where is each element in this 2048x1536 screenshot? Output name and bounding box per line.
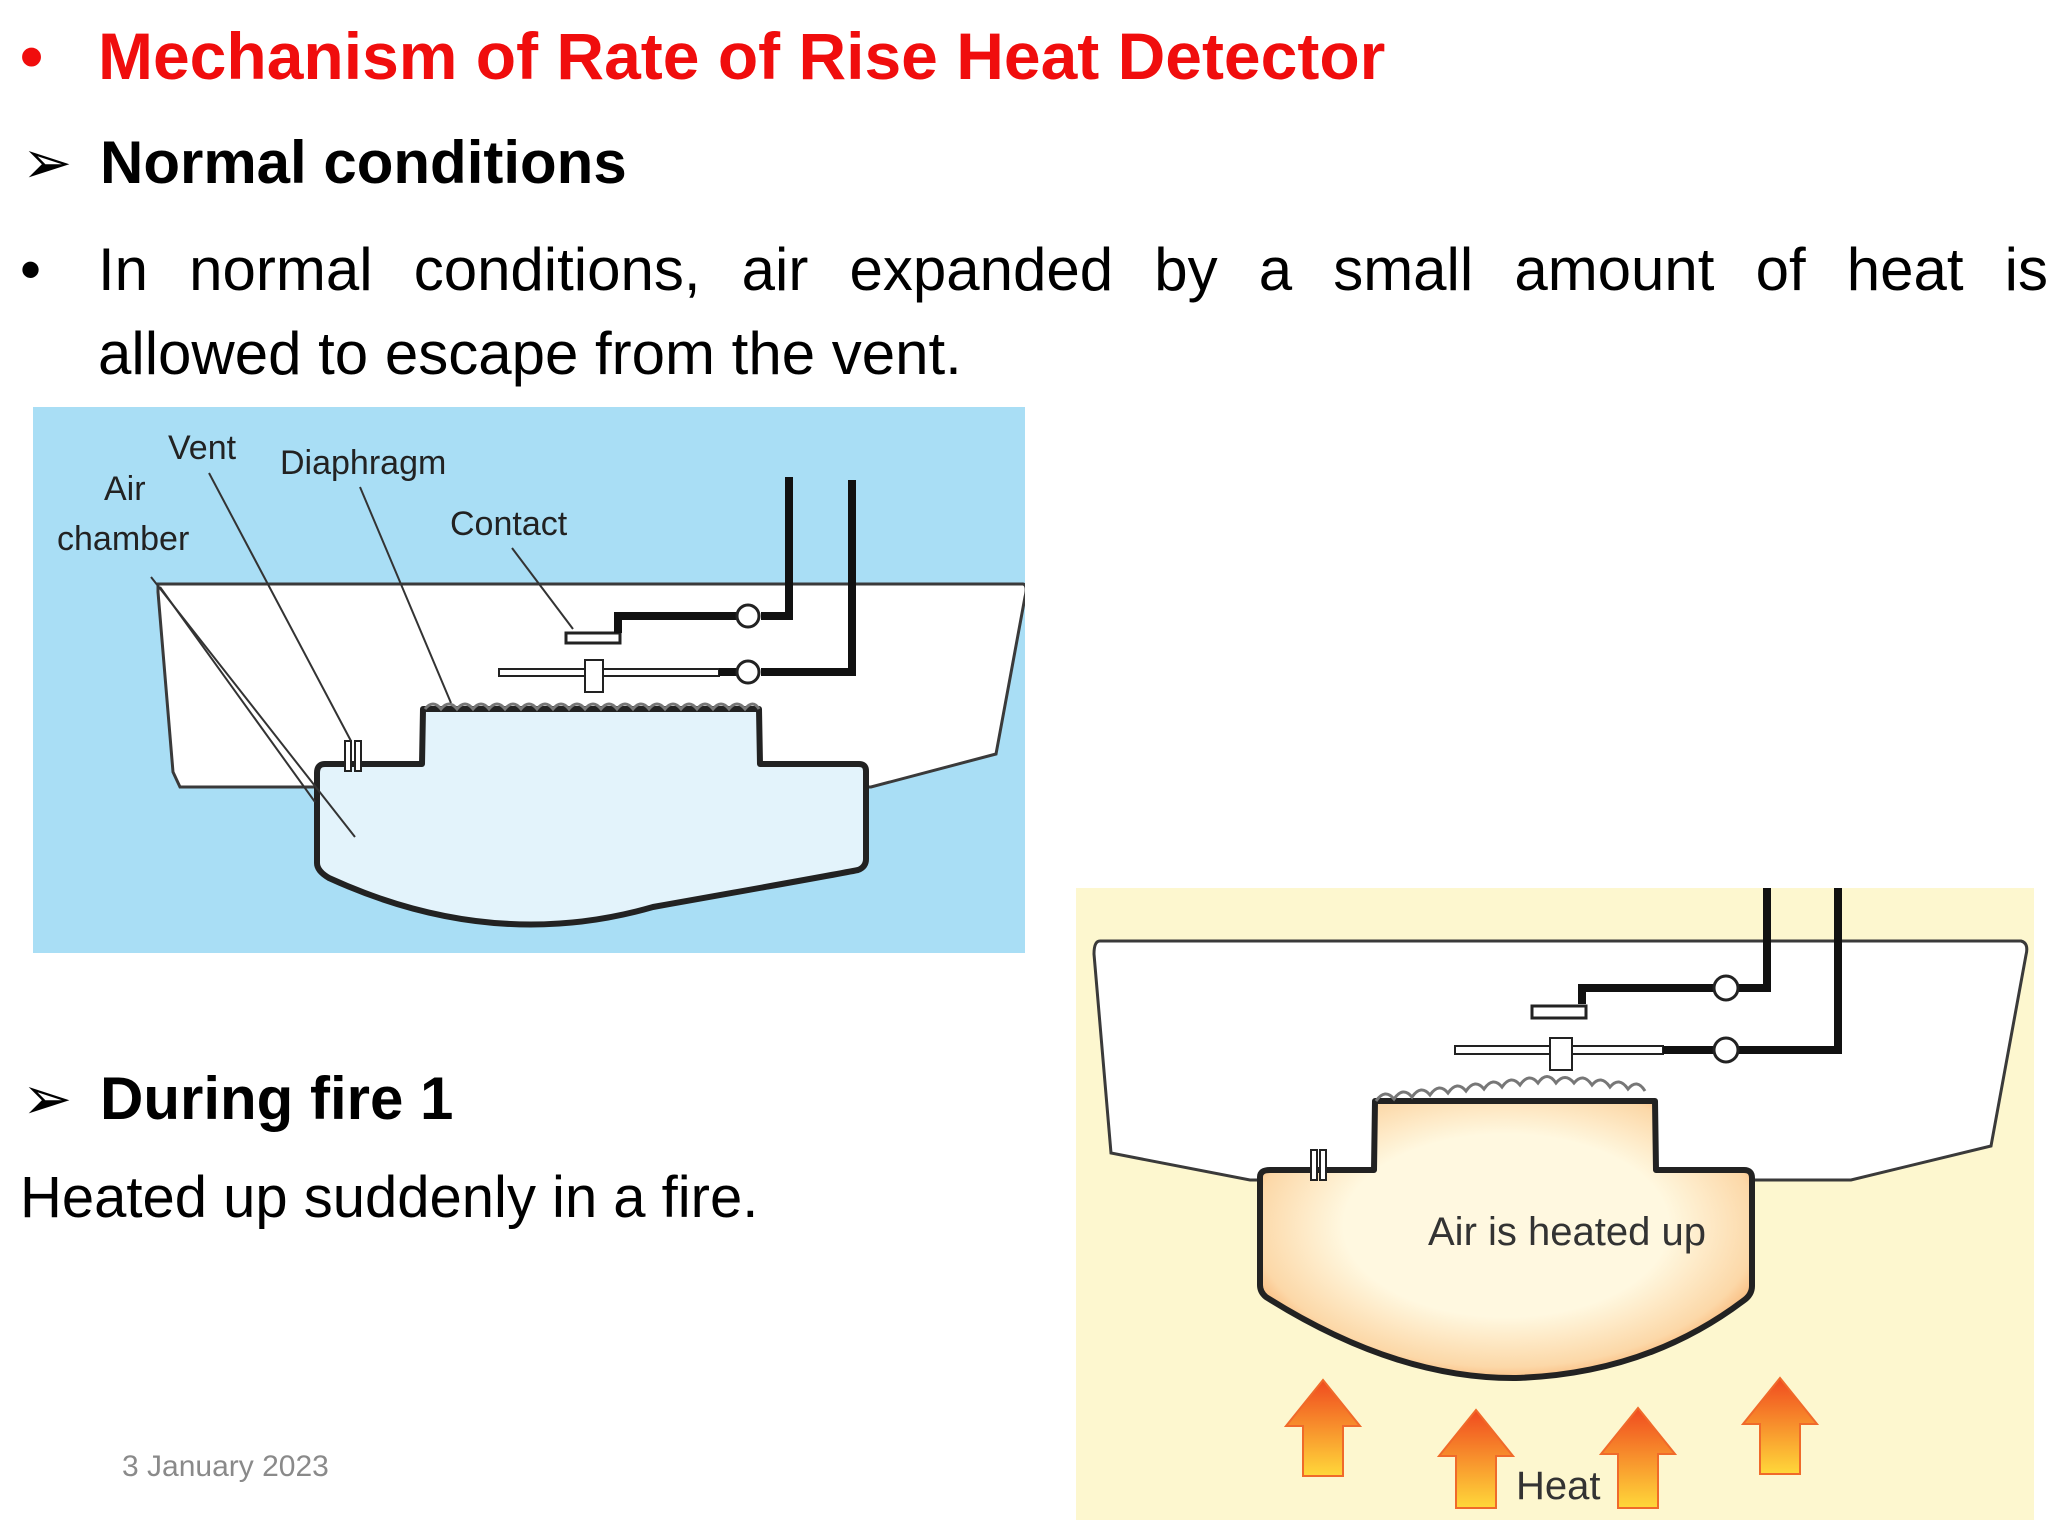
heated-air-chamber — [1257, 1098, 1755, 1382]
arrow-bullet-icon: ➢ — [22, 129, 73, 196]
normal-condition-diagram: Vent Diaphragm Air chamber Contact — [33, 407, 1025, 953]
arrow-bullet-icon: ➢ — [22, 1065, 73, 1132]
heat-arrow-icon — [1283, 1378, 1363, 1477]
during-fire-diagram: Air is heated up Heat — [1076, 888, 2034, 1520]
normal-conditions-title: Normal conditions — [100, 129, 627, 196]
diaphragm-bulged — [1374, 1075, 1647, 1102]
contact-plate — [564, 631, 622, 645]
label-diaphragm: Diaphragm — [280, 444, 446, 482]
heat-arrow-icon — [1598, 1406, 1678, 1509]
label-chamber: chamber — [57, 520, 189, 558]
label-vent: Vent — [168, 429, 237, 467]
heat-arrow-icon — [1436, 1408, 1516, 1509]
vent — [344, 740, 352, 772]
terminal-lower-fire — [1712, 1036, 1740, 1064]
paragraph-line-2: allowed to escape from the vent. — [98, 320, 962, 387]
terminal-upper-fire — [1712, 974, 1740, 1002]
terminal-upper — [735, 603, 761, 629]
title-text: Mechanism of Rate of Rise Heat Detector — [98, 19, 1386, 93]
label-contact: Contact — [450, 505, 568, 543]
label-heat: Heat — [1516, 1464, 1601, 1508]
paragraph-bullet: • — [20, 236, 42, 303]
label-air: Air — [104, 470, 146, 508]
during-fire-text: Heated up suddenly in a fire. — [20, 1165, 759, 1230]
diaphragm — [423, 702, 761, 712]
label-air-heated: Air is heated up — [1428, 1210, 1706, 1254]
title-bullet: • — [20, 19, 44, 93]
contact-plate-fire — [1530, 1004, 1588, 1020]
paragraph-line-1: In normal conditions, air expanded by a … — [98, 236, 2048, 303]
vent-fire — [1310, 1149, 1318, 1181]
during-fire-title: During fire 1 — [100, 1065, 454, 1132]
footer-date: 3 January 2023 — [122, 1450, 329, 1483]
contact-wire-upper — [614, 612, 749, 633]
diaphragm-plate — [498, 668, 720, 677]
air-chamber — [314, 706, 869, 928]
heat-arrow-icon — [1740, 1376, 1820, 1475]
terminal-lower — [735, 659, 761, 685]
